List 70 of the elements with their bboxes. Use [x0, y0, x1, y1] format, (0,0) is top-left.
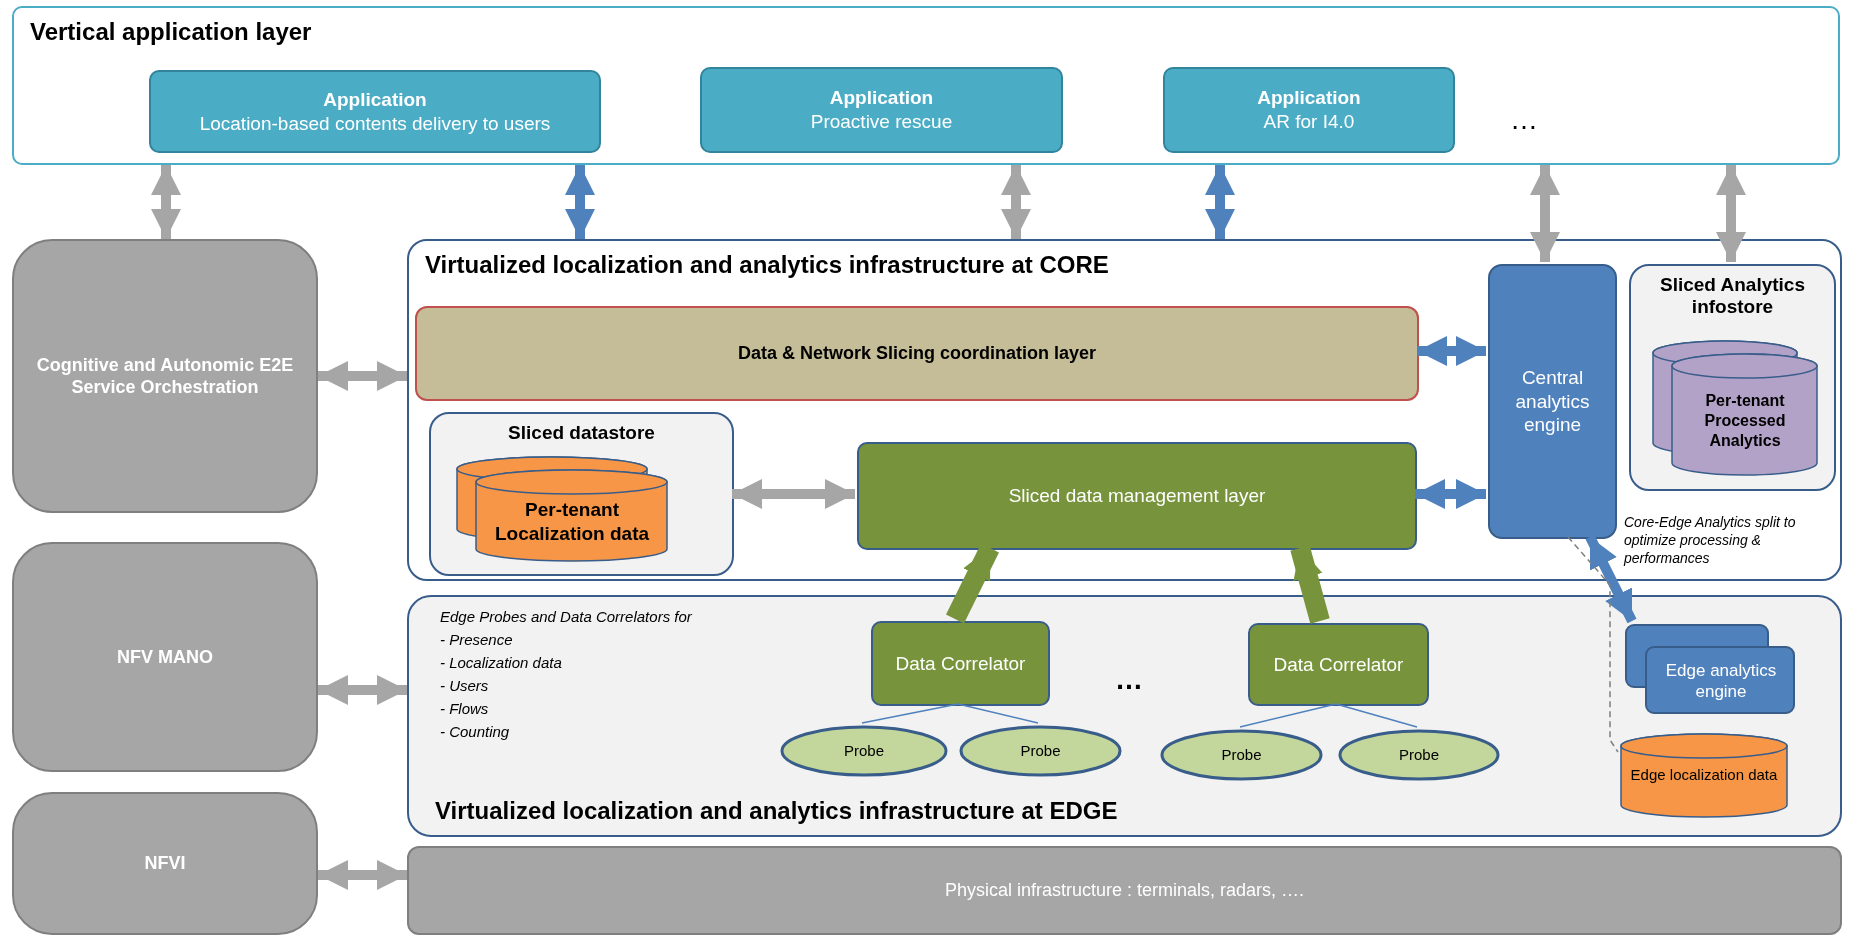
application-box	[1163, 67, 1455, 153]
connector-line	[1239, 703, 1337, 728]
list-item: - Users	[440, 677, 489, 694]
panel-title: Sliced datastore	[507, 422, 656, 444]
box-text: Edge analytics engine	[1664, 659, 1778, 703]
list-item: - Presence	[440, 631, 513, 648]
double-arrow	[565, 165, 595, 239]
dashed-line	[1567, 536, 1619, 753]
box-text: Probe	[1020, 741, 1061, 761]
box-text: Physical infrastructure : terminals, radars, ….	[944, 879, 1305, 902]
box-text: Data & Network Slicing coordination layer	[737, 342, 1097, 365]
management-box	[12, 542, 318, 772]
application-box	[700, 67, 1063, 153]
box-text: AR for I4.0	[1263, 110, 1355, 134]
datastore-panel	[429, 412, 734, 576]
double-arrow	[1415, 479, 1486, 509]
process-box	[1248, 623, 1429, 706]
infostore-panel	[1629, 264, 1836, 491]
box-text: Per-tenant Processed Analytics	[1703, 391, 1787, 451]
box-text: Data Correlator	[1273, 652, 1404, 677]
process-box	[857, 442, 1417, 550]
ellipsis-text: …	[1510, 104, 1538, 136]
list-item: - Flows	[440, 700, 489, 717]
box-heading: Application	[1257, 86, 1361, 110]
layer-panel	[407, 595, 1842, 837]
panel-title: Sliced Analytics infostore	[1659, 274, 1806, 318]
double-arrow	[318, 361, 407, 391]
arrow	[1290, 545, 1330, 624]
list-heading: Edge Probes and Data Correlators for	[440, 608, 692, 625]
infrastructure-bar	[407, 846, 1842, 935]
box-text: Proactive rescue	[810, 110, 953, 134]
double-arrow	[318, 860, 407, 890]
double-arrow	[1417, 336, 1486, 366]
list-item: - Counting	[440, 723, 510, 740]
box-text: Data Correlator	[895, 651, 1026, 676]
box-text: Edge localization data	[1630, 766, 1778, 785]
box-text: Probe	[844, 741, 884, 761]
layer-panel	[12, 6, 1840, 165]
box-text: NFV MANO	[117, 645, 213, 669]
box-text: Central analytics engine	[1514, 365, 1591, 438]
double-arrow	[318, 675, 407, 705]
panel-title: Vertical application layer	[30, 18, 312, 46]
double-arrow	[151, 165, 181, 239]
application-box	[149, 70, 601, 153]
box-text: Probe	[1399, 745, 1439, 765]
double-arrow	[1530, 165, 1560, 262]
list-item: - Localization data	[440, 654, 562, 671]
process-box	[871, 621, 1050, 706]
box-text: Per-tenant Localization data	[493, 498, 651, 546]
double-arrow	[1585, 534, 1637, 624]
box-text: Location-based contents delivery to users	[199, 111, 551, 136]
double-arrow	[1001, 165, 1031, 239]
double-arrow	[1205, 165, 1235, 239]
box-heading: Application	[323, 87, 427, 112]
ellipsis-text: …	[1115, 664, 1143, 696]
management-box	[12, 239, 318, 513]
management-box	[12, 792, 318, 935]
box-heading: Application	[829, 86, 934, 110]
box-text: Probe	[1221, 745, 1262, 765]
double-arrow	[1716, 165, 1746, 262]
panel-title: Virtualized localization and analytics infrastructure at CORE	[425, 251, 1109, 279]
panel-title: Virtualized localization and analytics infrastructure at EDGE	[435, 797, 1118, 825]
box-text: Cognitive and Autonomic E2E Service Orchestration	[35, 353, 295, 399]
connector-line	[1335, 703, 1418, 728]
double-arrow	[732, 479, 855, 509]
layer-panel	[407, 239, 1842, 581]
box-text: Sliced data management layer	[1008, 484, 1266, 508]
coordination-layer-box	[415, 306, 1419, 401]
analytics-engine-box	[1488, 264, 1617, 539]
box-text: NFVI	[144, 852, 186, 875]
